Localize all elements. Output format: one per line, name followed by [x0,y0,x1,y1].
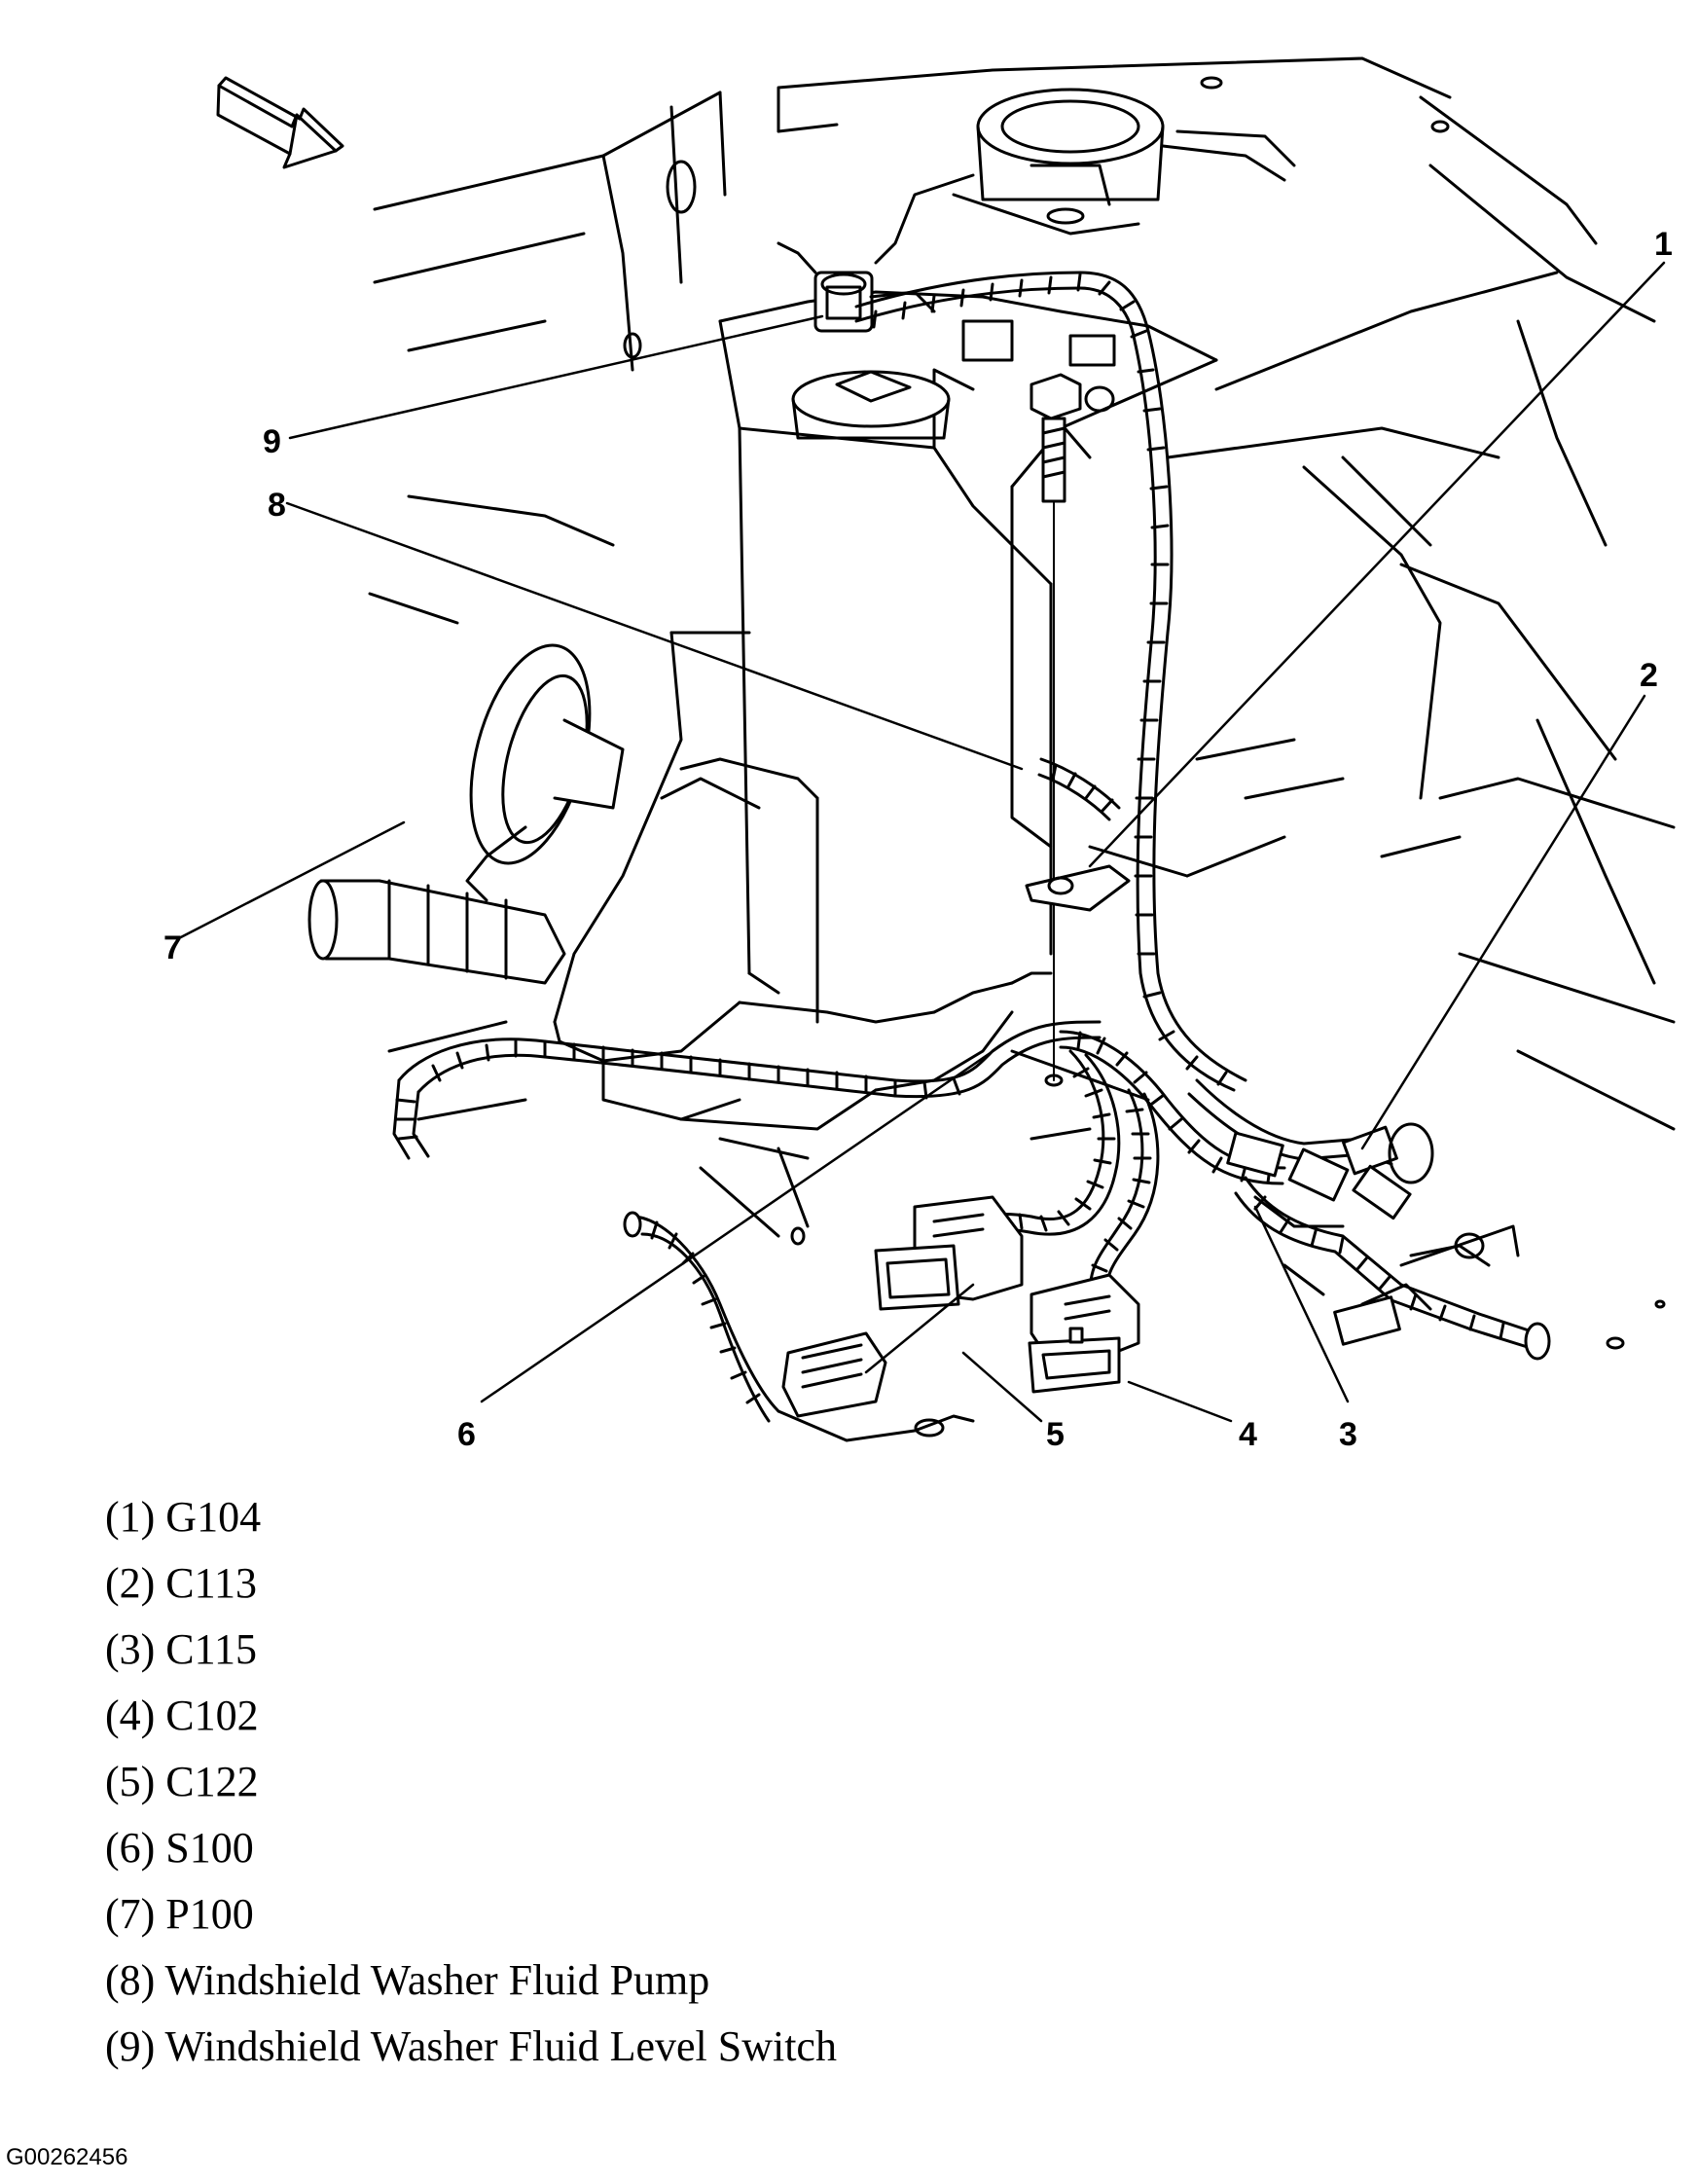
callout-8: 8 [268,487,286,524]
legend-item: (4) C102 [105,1692,259,1739]
body-structure [368,56,1676,1350]
legend-item: (6) S100 [105,1824,254,1872]
legend-item: (5) C122 [105,1758,259,1805]
legend-item: (1) G104 [105,1493,262,1541]
callout-1: 1 [1654,226,1673,263]
legend-item: (8) Windshield Washer Fluid Pump [105,1956,710,2004]
callout-6: 6 [457,1416,476,1453]
legend-item: (9) Windshield Washer Fluid Level Switch [105,2022,837,2070]
connector-c122 [874,1195,1024,1311]
connector-left-bottom [777,1331,975,1442]
callout-5: 5 [1046,1416,1065,1453]
ground-bolt [1025,373,1131,1087]
callout-2: 2 [1640,657,1658,694]
callout-3: 3 [1339,1416,1357,1453]
engine-bay-illustration: 1 2 3 4 5 6 7 8 9 [163,56,1676,1453]
callout-4: 4 [1239,1416,1257,1453]
figure-id: G00262456 [6,2144,128,2170]
legend-item: (2) C113 [105,1559,258,1607]
reservoir-cap [791,370,951,440]
hose [307,879,566,985]
direction-arrow-icon [216,76,344,169]
callout-7: 7 [163,929,182,966]
connector-cluster-right [1226,1122,1520,1346]
legend-item: (7) P100 [105,1890,254,1938]
legend: (1) G104 (2) C113 (3) C115 (4) C102 (5) … [105,1484,837,2080]
connector-c102 [1028,1273,1140,1394]
callout-9: 9 [263,423,281,460]
horn-part [465,643,625,902]
callout-numbers: 1 2 3 4 5 6 7 8 9 [163,226,1673,1453]
wiring-harness [392,271,1551,1423]
legend-item: (3) C115 [105,1625,258,1673]
leader-lines [175,261,1666,1423]
filler-neck [874,88,1296,265]
level-switch-connector [777,241,1116,413]
